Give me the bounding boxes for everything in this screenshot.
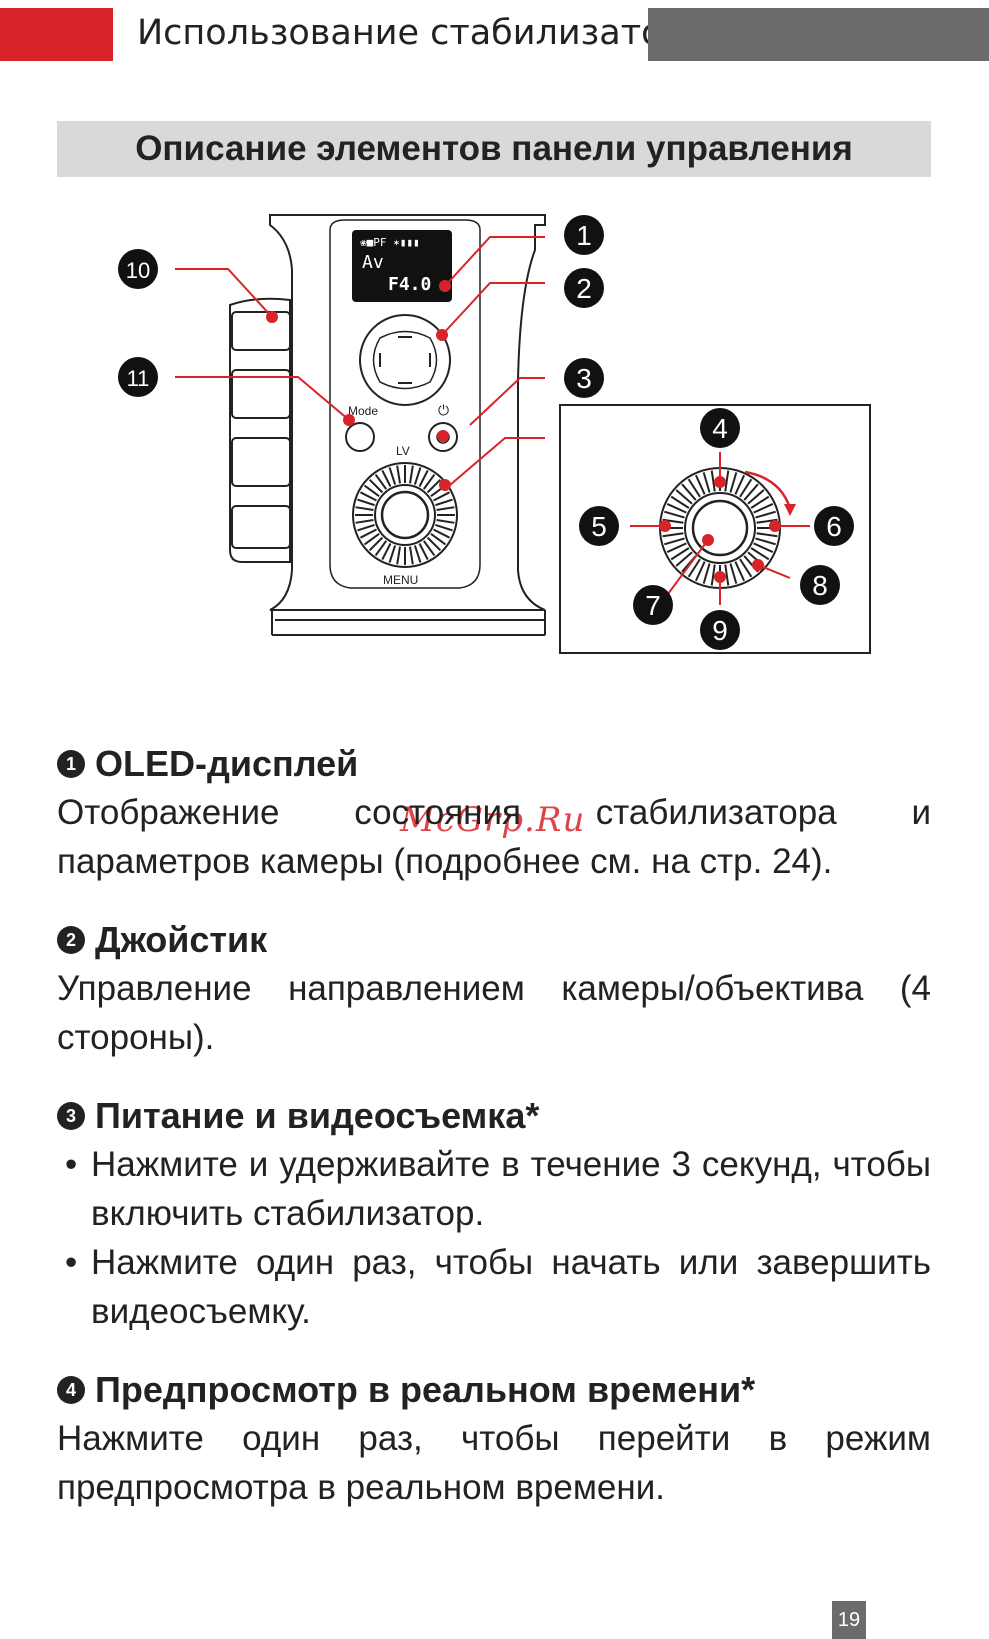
callout-2: 2 — [576, 273, 592, 304]
menu-label: MENU — [383, 573, 418, 587]
callout-6: 6 — [826, 511, 842, 542]
control-panel-illustration: ❀■PF ✶▮▮▮ Av F4.0 Mode ⏻ LV MENU — [118, 214, 871, 654]
callout-8: 8 — [812, 570, 828, 601]
callout-10: 10 — [126, 258, 150, 283]
header-red-block — [0, 8, 113, 61]
item-2-text: Управление направлением камеры/объектива… — [57, 969, 931, 1057]
item-2-title: Джойстик — [95, 919, 268, 960]
oled-av: Av — [362, 252, 384, 273]
item-3-number: 3 — [57, 1102, 85, 1130]
mode-label: Mode — [348, 404, 378, 418]
callouts: 1 2 3 4 5 6 7 8 9 10 11 — [118, 215, 854, 650]
item-4-heading: 4 Предпросмотр в реальном времени* — [57, 1368, 755, 1412]
item-1-text: Отображение состояния стабилизатора и па… — [57, 793, 931, 881]
item-2-number: 2 — [57, 926, 85, 954]
oled-display: ❀■PF ✶▮▮▮ Av F4.0 — [352, 230, 452, 302]
grip — [229, 297, 291, 563]
section-title-bar: Описание элементов панели управления — [57, 121, 931, 177]
oled-aperture: F4.0 — [388, 274, 431, 295]
callout-4: 4 — [712, 413, 728, 444]
callout-11: 11 — [127, 366, 150, 391]
power-symbol: ⏻ — [438, 402, 449, 418]
item-1-title: OLED-дисплей — [95, 743, 359, 784]
item-4-text: Нажмите один раз, чтобы перейти в режим … — [57, 1419, 931, 1507]
item-4-title: Предпросмотр в реальном времени* — [95, 1369, 756, 1410]
leader-dots — [266, 280, 781, 583]
oled-status-line: ❀■PF ✶▮▮▮ — [360, 236, 420, 249]
control-panel-diagram: ❀■PF ✶▮▮▮ Av F4.0 Mode ⏻ LV MENU — [0, 210, 989, 690]
item-3-bullet-1: • Нажмите и удерживайте в течение 3 секу… — [65, 1140, 931, 1238]
header-gray-block — [648, 8, 989, 61]
lv-label: LV — [396, 444, 410, 458]
callout-3: 3 — [576, 363, 592, 394]
callout-7: 7 — [645, 590, 661, 621]
leader-lines — [175, 236, 810, 605]
control-dial[interactable] — [352, 462, 458, 568]
callout-1: 1 — [576, 220, 592, 251]
item-1-number: 1 — [57, 750, 85, 778]
bullet-text: Нажмите и удерживайте в течение 3 секунд… — [91, 1145, 931, 1233]
mode-button[interactable] — [345, 422, 375, 452]
callout-5: 5 — [591, 511, 607, 542]
item-4-number: 4 — [57, 1376, 85, 1404]
item-3-heading: 3 Питание и видеосъемка* — [57, 1094, 539, 1138]
item-3-bullet-2: • Нажмите один раз, чтобы начать или зав… — [65, 1238, 931, 1336]
bullet-text: Нажмите один раз, чтобы начать или завер… — [91, 1243, 931, 1331]
section-title: Описание элементов панели управления — [135, 129, 853, 168]
item-3-title: Питание и видеосъемка* — [95, 1095, 540, 1136]
header-title: Использование стабилизатора — [137, 13, 707, 53]
joystick — [359, 314, 451, 406]
gimbal-body — [269, 214, 546, 636]
watermark: McGrp.Ru — [400, 800, 586, 840]
callout-9: 9 — [712, 615, 728, 646]
item-1-heading: 1 OLED-дисплей — [57, 742, 358, 786]
item-2-heading: 2 Джойстик — [57, 918, 267, 962]
page-number: 19 — [832, 1601, 866, 1639]
